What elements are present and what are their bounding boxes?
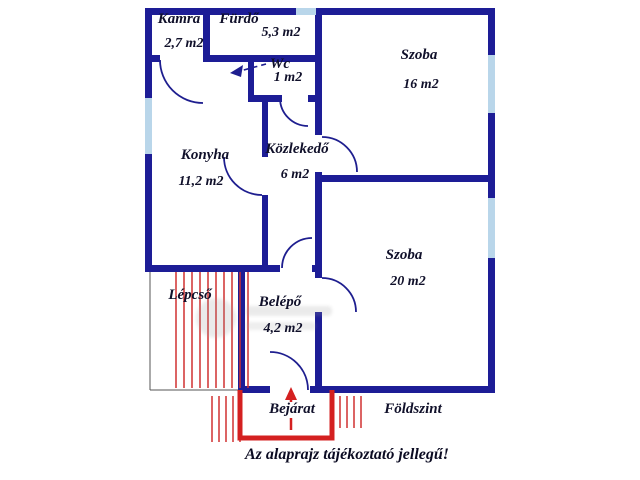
- room-area-wc: 1 m2: [273, 70, 303, 85]
- wall-furdo-bottom: [203, 55, 322, 62]
- wall-kamra-bottom: [145, 55, 160, 62]
- window-right-upper: [488, 55, 495, 113]
- disclaimer-caption: Az alaprajz tájékoztató jellegű!: [244, 446, 450, 463]
- window-left: [145, 98, 152, 154]
- exterior-steps-right: [332, 396, 362, 428]
- room-area-kamra: 2,7 m2: [164, 36, 204, 51]
- room-label-kozlekedo: Közlekedő: [265, 141, 329, 157]
- door-belepo: [281, 237, 313, 269]
- room-area-kozlekedo: 6 m2: [280, 167, 310, 182]
- door-szoba20: [321, 277, 357, 313]
- floor-label: Földszint: [384, 401, 442, 417]
- wall-center-c: [315, 312, 322, 393]
- room-label-belepo: Belépő: [258, 294, 302, 310]
- room-area-belepo: 4,2 m2: [263, 321, 303, 336]
- room-area-szoba-16: 16 m2: [403, 77, 439, 92]
- wc-arrow-head-icon: [230, 65, 243, 77]
- wall-bottom-right: [310, 386, 495, 393]
- room-area-furdo: 5,3 m2: [261, 25, 301, 40]
- stairs-hatch: [175, 272, 249, 388]
- wall-konyha-bottom: [145, 265, 280, 272]
- room-label-szoba-20: Szoba: [385, 247, 423, 263]
- exterior-steps-left: [211, 396, 241, 442]
- windows: [145, 8, 495, 258]
- door-entrance: [269, 351, 309, 391]
- wall-center-b: [315, 172, 322, 278]
- window-right-lower: [488, 198, 495, 258]
- door-kamra: [159, 59, 204, 104]
- room-label-lepcso: Lépcső: [168, 287, 212, 303]
- room-label-furdo: Fürdő: [219, 11, 259, 27]
- room-label-wc: Wc: [270, 56, 290, 72]
- wall-kamra-right: [203, 8, 210, 62]
- wall-belepo-left: [238, 265, 245, 393]
- door-szoba16: [321, 136, 358, 173]
- door-konyha: [223, 156, 263, 196]
- wall-bottom-left: [238, 386, 270, 393]
- door-wc: [279, 97, 309, 127]
- entrance-arrow-head-icon: [285, 387, 297, 400]
- wall-center-a: [315, 8, 322, 135]
- wall-konyha-right-b: [262, 195, 268, 272]
- stairs-boundary: [149, 272, 238, 391]
- wall-konyha-right-a: [262, 95, 268, 157]
- room-area-szoba-20: 20 m2: [390, 274, 426, 289]
- door-arcs: [159, 59, 358, 391]
- room-label-szoba-16: Szoba: [400, 47, 438, 63]
- wc-arrow: [230, 63, 267, 77]
- room-label-kamra: Kamra: [157, 11, 201, 27]
- wall-wc-left: [248, 55, 254, 102]
- wc-arrow-line: [239, 63, 267, 72]
- room-area-konyha: 11,2 m2: [178, 174, 224, 189]
- entrance-label: Bejárat: [267, 401, 317, 418]
- window-top: [296, 8, 316, 15]
- entrance-outline: [237, 390, 335, 441]
- walls: [145, 8, 495, 393]
- wall-belepo-top-b: [312, 265, 322, 272]
- room-label-konyha: Konyha: [180, 147, 230, 163]
- wall-szoba-divider: [315, 175, 495, 182]
